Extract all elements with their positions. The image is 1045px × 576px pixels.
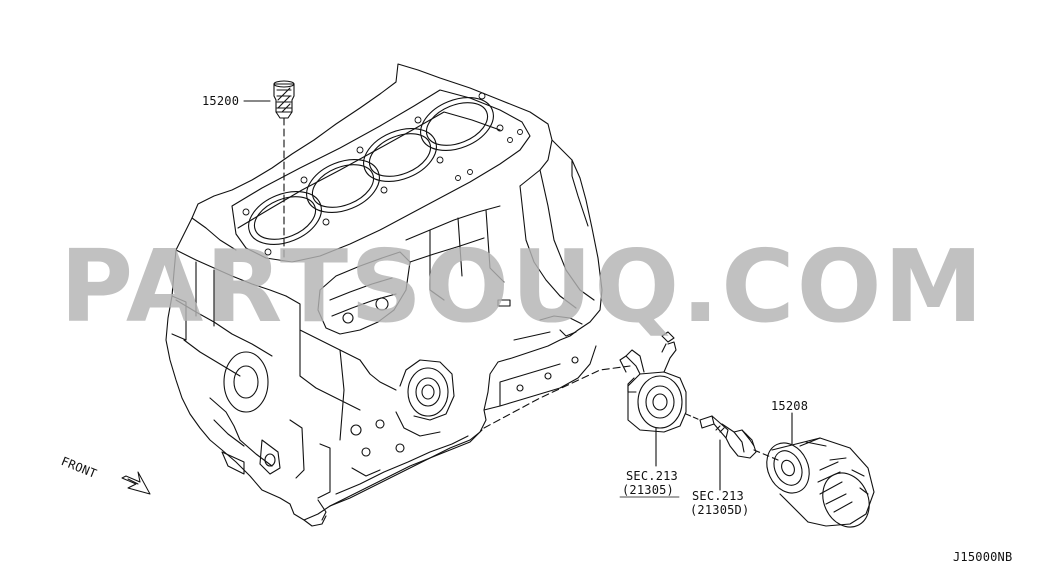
cooler-assembly-line [483,365,631,429]
callout-15200[interactable]: 15200 [202,94,240,108]
part-15200-plug [273,80,295,119]
ref-connector-sec[interactable]: SEC.213 [692,489,744,503]
connector-bolt [699,415,757,459]
ref-oil-cooler-sec[interactable]: SEC.213 [626,469,678,483]
cylinder-block [165,63,603,527]
diagram-code: J15000NB [953,550,1013,564]
part-15208-oil-filter [766,437,875,528]
ref-oil-cooler-part[interactable]: (21305) [622,483,674,497]
ref-connector-part[interactable]: (21305D) [690,503,750,517]
front-arrow-icon [121,471,151,495]
callout-15208[interactable]: 15208 [771,399,809,413]
oil-cooler [619,331,687,433]
